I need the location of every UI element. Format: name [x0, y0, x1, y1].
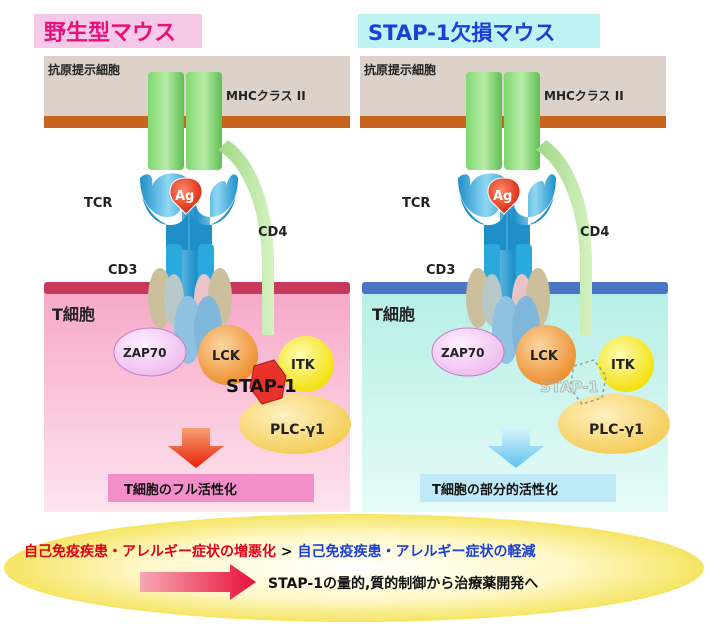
left-mhc-chain-a — [148, 72, 184, 170]
comparison-right: 自己免疫疾患・アレルギー症状の軽減 — [297, 543, 535, 560]
left-itk — [278, 336, 334, 392]
right-tcr-label: TCR — [402, 196, 430, 211]
left-mhc-label: MHCクラス II — [226, 89, 306, 103]
left-zap70 — [113, 327, 187, 377]
left-antigen-label: Ag — [175, 189, 194, 204]
left-mhc-chain-b — [186, 72, 222, 170]
left-antigen — [169, 177, 203, 215]
left-stap1-label: STAP-1 — [226, 376, 297, 397]
left-plc-label: PLC-γ1 — [270, 422, 325, 438]
right-result-label: T細胞の部分的活性化 — [432, 482, 558, 498]
summary-oval — [4, 514, 704, 622]
conclusion-arrow — [140, 564, 256, 600]
left-tcr-label: TCR — [84, 196, 112, 211]
right-zap70-label: ZAP70 — [441, 346, 484, 360]
right-plc-label: PLC-γ1 — [589, 422, 644, 438]
right-stap1-ghost-label: STAP-1 — [540, 378, 599, 396]
comparison-text: 自己免疫疾患・アレルギー症状の増悪化 > 自己免疫疾患・アレルギー症状の軽減 — [24, 543, 535, 560]
right-title: STAP-1欠損マウス — [368, 21, 555, 45]
left-lck — [198, 325, 258, 385]
right-plc — [558, 394, 670, 454]
left-down-arrow — [168, 428, 224, 468]
left-apc-label: 抗原提示細胞 — [48, 62, 120, 77]
right-lck-label: LCK — [530, 349, 559, 364]
right-cd4-label: CD4 — [580, 225, 609, 240]
left-lck-label: LCK — [212, 349, 241, 364]
right-result-box — [420, 474, 616, 502]
left-stap1 — [249, 359, 287, 405]
left-title: 野生型マウス — [44, 21, 176, 46]
left-tcell-label: T細胞 — [52, 305, 95, 324]
right-zap70 — [431, 327, 505, 377]
right-panel: STAP-1欠損マウス 抗原提示細胞 T細胞 MHCクラス II CD4 TCR… — [358, 14, 670, 512]
right-title-box — [358, 14, 600, 48]
left-cd4-label: CD4 — [258, 225, 287, 240]
right-mhc-chain-b — [504, 72, 540, 170]
right-apc-label: 抗原提示細胞 — [364, 62, 436, 77]
bottom-summary: 自己免疫疾患・アレルギー症状の増悪化 > 自己免疫疾患・アレルギー症状の軽減 S… — [4, 514, 704, 622]
left-result-label: T細胞のフル活性化 — [124, 482, 237, 498]
right-mhc-label: MHCクラス II — [544, 89, 624, 103]
left-zap70-label: ZAP70 — [123, 346, 166, 360]
left-result-box — [108, 474, 314, 502]
left-plc — [239, 394, 351, 454]
comparison-separator: > — [281, 544, 293, 560]
right-antigen — [487, 177, 521, 215]
left-itk-label: ITK — [291, 358, 316, 373]
right-lck — [516, 325, 576, 385]
right-tcell-label: T細胞 — [372, 305, 415, 324]
left-cd4 — [218, 140, 274, 335]
right-stap1-ghost — [569, 359, 607, 405]
right-itk — [598, 336, 654, 392]
right-antigen-label: Ag — [493, 189, 512, 204]
right-cd4 — [536, 140, 592, 335]
right-down-arrow — [488, 428, 544, 468]
left-title-box — [34, 14, 202, 48]
left-cd3-label: CD3 — [108, 263, 137, 278]
conclusion-text: STAP-1の量的,質的制御から治療薬開発へ — [268, 575, 538, 592]
right-mhc-chain-a — [466, 72, 502, 170]
right-cd3-label: CD3 — [426, 263, 455, 278]
right-itk-label: ITK — [611, 358, 636, 373]
comparison-left: 自己免疫疾患・アレルギー症状の増悪化 — [24, 543, 276, 560]
left-panel: 野生型マウス 抗原提示細胞 T細胞 MHCクラス II CD4 TCR Ag — [34, 14, 351, 512]
